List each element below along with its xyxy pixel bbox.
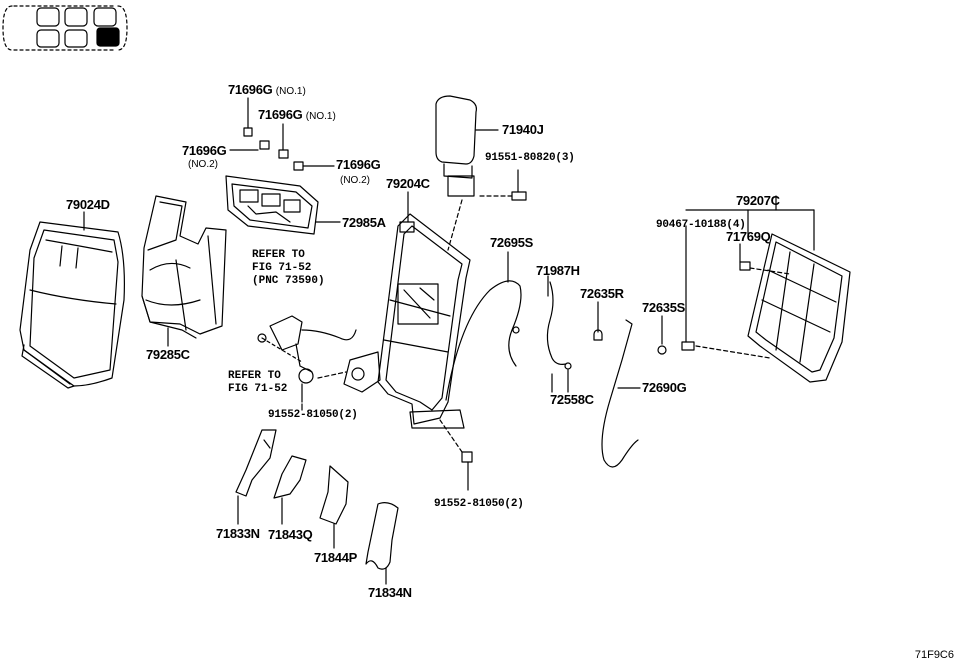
label-71696g-c: 71696G <box>182 143 227 158</box>
clip-71696g-group <box>229 97 335 171</box>
bolt-91552-lower <box>439 419 473 491</box>
part-note: (NO.1) <box>275 86 306 97</box>
seat-back-frame-79204c <box>343 191 471 429</box>
seat-back-pad-79285c <box>141 195 227 339</box>
cover-71843q <box>273 455 307 525</box>
label-72985a: 72985A <box>342 215 386 230</box>
label-72635r: 72635R <box>580 286 624 301</box>
cable-72695s <box>445 251 522 401</box>
ref-line: FIG 71-52 <box>228 383 288 395</box>
back-panel-79207c <box>681 195 851 383</box>
label-71769q: 71769Q <box>726 229 771 244</box>
label-71834n: 71834N <box>368 585 412 600</box>
label-71843q: 71843Q <box>268 527 313 542</box>
diagram-code: 71F9C6 <box>914 649 954 661</box>
ref-line: REFER TO <box>252 249 305 261</box>
leader-lines <box>83 211 553 411</box>
part-number: 71696G <box>182 143 227 158</box>
label-71696g-d-note: (NO.2) <box>340 175 370 186</box>
label-79204c: 79204C <box>386 176 430 191</box>
label-72558c: 72558C <box>550 392 594 407</box>
label-71696g-d: 71696G <box>336 157 381 172</box>
cable-72690g <box>601 319 641 468</box>
seat-back-cover-79024d <box>19 221 125 389</box>
cover-71833n <box>235 429 277 525</box>
screw-72558c <box>564 362 572 393</box>
label-90467: 90467-10188(4) <box>656 219 746 231</box>
label-71696g-a: 71696G (NO.1) <box>228 83 306 99</box>
frame-sub-assy-72985a <box>225 175 341 235</box>
screw-72635r <box>593 301 603 341</box>
label-71696g-b: 71696G (NO.1) <box>258 108 336 124</box>
ref-line: REFER TO <box>228 370 281 382</box>
label-71940j: 71940J <box>502 122 544 137</box>
bolt-91551 <box>479 169 527 201</box>
label-79285c: 79285C <box>146 347 190 362</box>
wire-harness <box>257 315 357 403</box>
refer-to-note-b: REFER TO FIG 71-52 <box>228 370 287 396</box>
part-number: 71696G <box>258 107 303 122</box>
cover-71844p <box>319 465 349 549</box>
label-79207c: 79207C <box>736 193 780 208</box>
label-71987h: 71987H <box>536 263 580 278</box>
label-72690g: 72690G <box>642 380 687 395</box>
cable-71987h <box>546 275 567 365</box>
part-number: 71696G <box>228 82 273 97</box>
part-note: (NO.1) <box>305 111 336 122</box>
label-91551: 91551-80820(3) <box>485 152 575 164</box>
label-71833n: 71833N <box>216 526 260 541</box>
ref-line: (PNC 73590) <box>252 275 325 287</box>
ref-line: FIG 71-52 <box>252 262 312 274</box>
part-number: 71696G <box>336 157 381 172</box>
label-79024d: 79024D <box>66 197 110 212</box>
refer-to-note-a: REFER TO FIG 71-52 (PNC 73590) <box>252 249 325 288</box>
label-71844p: 71844P <box>314 550 358 565</box>
label-71696g-c-note: (NO.2) <box>188 159 218 170</box>
seat-location-key-icon <box>2 5 128 51</box>
label-72695s: 72695S <box>490 235 534 250</box>
label-91552-b: 91552-81050(2) <box>434 498 524 510</box>
cover-71834n <box>365 502 399 585</box>
label-72635s: 72635S <box>642 300 686 315</box>
washer-72635s <box>657 315 667 355</box>
headrest-71940j <box>435 95 499 251</box>
label-91552-a: 91552-81050(2) <box>268 409 358 421</box>
